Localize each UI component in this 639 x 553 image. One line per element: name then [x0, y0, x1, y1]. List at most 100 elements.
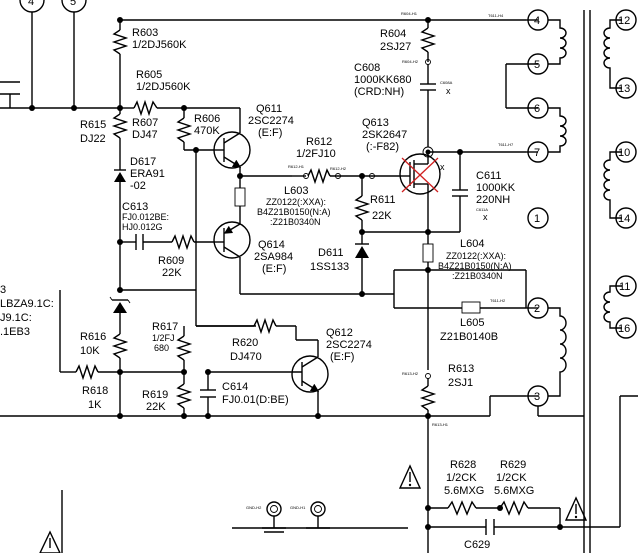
c611-value2: 220NH: [476, 194, 510, 206]
resistor-r628: R628 1/2CK 5.6MXG: [444, 459, 503, 516]
r618-ref: R618: [82, 385, 108, 397]
pin-16: 16: [615, 317, 637, 339]
r615-ref: R615: [80, 119, 106, 131]
d611-value: 1SS133: [310, 261, 349, 273]
transformer-left-bus: T611-H4 T611-H7: [488, 13, 538, 397]
transformer-pins-left: 4 5 6 7 1 2 3: [527, 9, 549, 407]
warning-icon: [39, 530, 61, 553]
l603-ref: L603: [284, 185, 308, 197]
capacitor-c614: C614 FJ0.01(D:BE): [200, 369, 289, 416]
r613-value: 2SJ1: [448, 377, 473, 389]
q613-value: 2SK2647: [362, 129, 407, 141]
pin-13: 13: [615, 77, 637, 99]
q613-ref: Q613: [362, 117, 389, 129]
q612-value2: (E:F): [330, 351, 354, 363]
resistor-r617: R617 1/2FJ 680: [152, 321, 193, 375]
resistor-r605: R605 1/2DJ560K: [117, 69, 191, 117]
gate-bottom-node: [359, 229, 428, 235]
r612-value: 1/2FJ10: [296, 148, 336, 160]
l604-ref: L604: [460, 238, 484, 250]
gnd-label-2: GND-H1: [290, 505, 306, 510]
inductor-l605: L605 Z21B0140B T611-H2: [393, 294, 526, 343]
left-label-2: LBZA9.1C:: [0, 298, 54, 310]
gnd-label-1: GND-H2: [246, 505, 262, 510]
r611-ref: R611: [370, 194, 395, 206]
svg-text:2: 2: [534, 303, 540, 315]
l605-value: Z21B0140B: [440, 331, 498, 343]
l605-ref: L605: [460, 317, 484, 329]
r613-h1-net: R613-H1: [432, 422, 449, 427]
svg-text:3: 3: [534, 391, 540, 403]
svg-text:11: 11: [619, 281, 630, 293]
d617-value2: -02: [130, 180, 146, 192]
resistor-r609: R609 22K: [158, 233, 214, 279]
inductor-l603: L603 ZZ0122(:XXA): B4Z21B0150(N:A) :Z21B…: [257, 185, 331, 227]
c608-value2: (CRD:NH): [354, 86, 404, 98]
r605-ref: R605: [136, 69, 162, 81]
r607-ref: R607: [132, 117, 158, 129]
svg-text:12: 12: [618, 15, 630, 27]
q612-ref: Q612: [326, 327, 353, 339]
r613-ref: R613: [448, 363, 474, 375]
l604-value: ZZ0122(:XXA):: [446, 251, 506, 261]
top-bus-wire: [117, 17, 526, 23]
svg-text:7: 7: [534, 147, 540, 159]
resistor-r613: R613 2SJ1 R613-H2 R613-H1: [402, 270, 474, 427]
capacitor-c611: C611 1000KK 220NH C611A x: [428, 152, 516, 233]
c613-value2: HJ0.012G: [122, 222, 163, 232]
r620-ref: R620: [232, 337, 258, 349]
transistor-q614: Q614 2SA984 (E:F): [213, 218, 293, 294]
r612-h1-net: R612-H1: [288, 164, 305, 169]
r603-ref: R603: [132, 27, 158, 39]
r604-ref: R604: [380, 28, 406, 40]
diode-d611: D611 1SS133: [310, 243, 369, 297]
pin-14: 14: [615, 207, 637, 229]
r604-h2-net: R604-H2: [402, 59, 419, 64]
ground-connector: GND-H1: [290, 501, 330, 529]
svg-text:6: 6: [534, 103, 540, 115]
svg-text:4: 4: [534, 15, 540, 27]
diode-d617: D617 ERA91 -02: [114, 156, 165, 242]
t611-h2-net: T611-H2: [490, 298, 506, 303]
capacitor-c613: C613 FJ0.012BE: HJ0.012G: [117, 201, 172, 250]
q613-x: x: [440, 162, 445, 172]
left-label-1: 3: [0, 284, 6, 296]
t611-h4-net: T611-H4: [488, 13, 504, 18]
pin-11: 11: [615, 275, 637, 297]
r620-value: DJ470: [230, 351, 262, 363]
d617-ref: D617: [130, 156, 156, 168]
c613-ref: C613: [122, 201, 148, 213]
r628-value2: 5.6MXG: [444, 485, 484, 497]
resistor-r603: R603 1/2DJ560K: [111, 20, 187, 108]
svg-text:5: 5: [534, 59, 540, 71]
q614-value: 2SA984: [254, 251, 293, 263]
c608-value: 1000KK680: [354, 74, 412, 86]
r617-value2: 680: [154, 343, 169, 353]
left-label-3: J9.1C:: [0, 312, 32, 324]
inductor-l604: L604 ZZ0122(:XXA): B4Z21B0150(N:A) :Z21B…: [422, 232, 512, 281]
r617-ref: R617: [152, 321, 178, 333]
warning-icon: [398, 464, 422, 489]
d617-value: ERA91: [130, 168, 165, 180]
circle-label-4: 4: [28, 0, 34, 8]
q611-value2: (E:F): [258, 127, 282, 139]
q614-ref: Q614: [258, 239, 285, 251]
l603-value2: B4Z21B0150(N:A): [257, 207, 331, 217]
resistor-r607: R607 DJ47 R615 DJ22: [80, 108, 158, 160]
pin-10: 10: [615, 141, 637, 163]
resistor-r606: R606 470K: [175, 108, 220, 151]
warning-icon: [564, 496, 588, 521]
left-partial-labels: 3 LBZA9.1C: J9.1C: .1EB3: [0, 284, 54, 338]
r618-value: 1K: [88, 399, 102, 411]
r629-value: 1/2CK: [496, 472, 527, 484]
c611-ref: C611: [476, 170, 501, 182]
r619-value: 22K: [146, 401, 166, 413]
c614-ref: C614: [222, 381, 248, 393]
svg-text:16: 16: [618, 323, 630, 335]
svg-text:13: 13: [618, 83, 630, 95]
top-terminal-circles: 4 5: [19, 0, 87, 108]
r619-ref: R619: [142, 389, 168, 401]
r617-value: 1/2FJ: [152, 333, 175, 343]
left-capacitor: [0, 81, 120, 111]
